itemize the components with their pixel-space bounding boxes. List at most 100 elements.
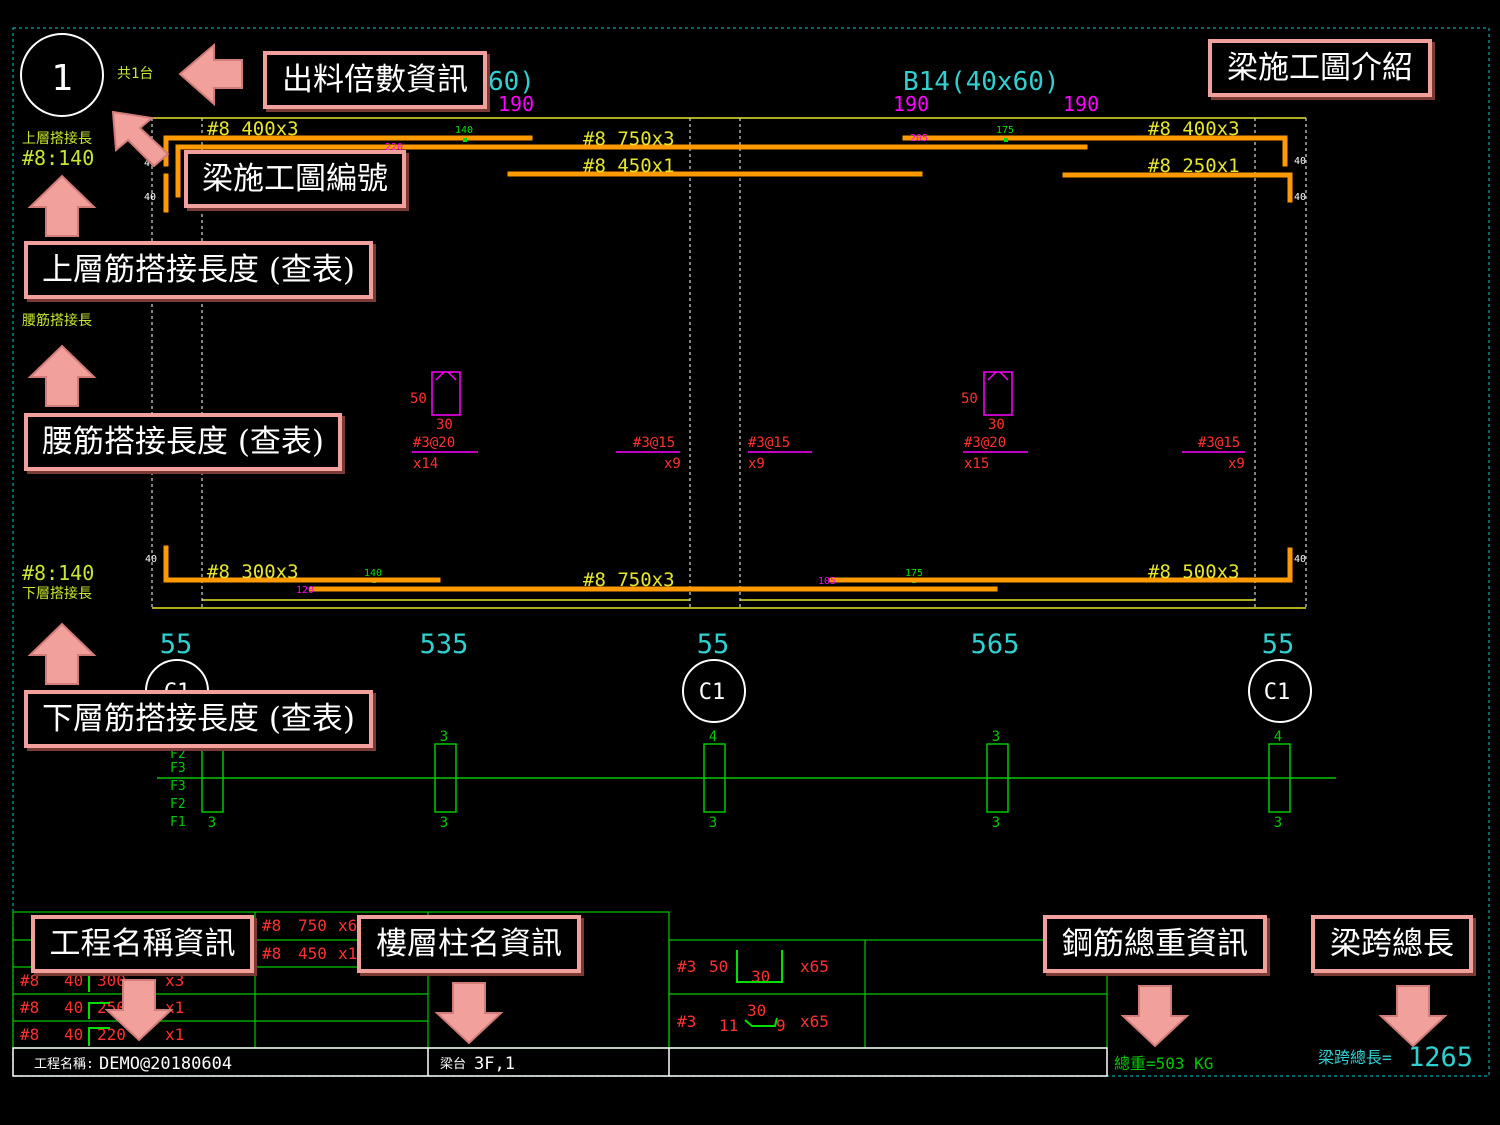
hook-icon [744, 1017, 778, 1027]
callout-floor: 樓層柱名資訊 [357, 915, 581, 973]
floor-label: 梁台 [440, 1057, 466, 1072]
hook-40-e: 40 [145, 554, 157, 565]
arrow-down-icon [1120, 985, 1190, 1048]
stirrup-row-2-qty: x65 [800, 1012, 829, 1031]
beam-right-dim-a: 190 [893, 92, 929, 116]
bend-mark [88, 1002, 110, 1019]
hook-40-c: 40 [1294, 156, 1306, 167]
column-marker-2 [682, 659, 746, 723]
mid-row-1-qty: x6 [338, 916, 357, 935]
stirrup-4-w: 30 [988, 417, 1005, 433]
hook-40-b: 40 [144, 192, 156, 203]
left-row-1-qty: x3 [165, 971, 184, 990]
stirrup-1-count: x14 [413, 456, 438, 472]
bottom-bar-2: #8 750x3 [583, 569, 675, 591]
lap-mark [1004, 138, 1008, 142]
col2-bot: 3 [440, 815, 448, 831]
mid-row-2-bar: #8 [262, 944, 281, 963]
total-span-value: 1265 [1408, 1042, 1473, 1073]
stirrup-5-spec: #3@15 [1198, 435, 1240, 451]
col3-top: 4 [709, 729, 717, 745]
dim-top-right-205: 205 [910, 133, 928, 144]
top-bar-2: #8 750x3 [583, 128, 675, 150]
callout-span-total: 梁跨總長 [1311, 915, 1473, 973]
callout-bottom-splice: 下層筋搭接長度 (查表) [24, 690, 373, 748]
web-splice-label: 腰筋搭接長 [22, 312, 92, 329]
col4-top: 3 [992, 729, 1000, 745]
mid-row-1-len: 750 [298, 916, 327, 935]
stirrup-3-spec: #3@15 [748, 435, 790, 451]
dim-bot-left-120: 120 [296, 585, 314, 596]
left-row-1-a: 40 [64, 971, 83, 990]
hook-40-d: 40 [1294, 192, 1306, 203]
callout-web-splice: 腰筋搭接長度 (查表) [24, 413, 342, 471]
floor-level-2: F3 [170, 761, 186, 776]
stirrup-row-2-b: 9 [776, 1016, 786, 1035]
left-row-1-len: 300 [97, 971, 126, 990]
left-row-2-a: 40 [64, 998, 83, 1017]
beam-left-dim-b: 190 [498, 92, 534, 116]
stirrup-row-1-h: 50 [709, 957, 728, 976]
col5-bot: 3 [1274, 815, 1282, 831]
stirrup-5-count: x9 [1228, 456, 1245, 472]
beam-outline [152, 117, 1306, 609]
bottom-bar-3: #8 500x3 [1148, 561, 1240, 583]
top-bar-3: #8 450x1 [583, 155, 675, 177]
col5-top: 4 [1274, 729, 1282, 745]
dim-bot-left-lap: 140 [364, 568, 382, 579]
span-3: 55 [697, 629, 730, 660]
column-block-3 [703, 743, 726, 813]
mid-row-2-qty: x1 [338, 944, 357, 963]
stirrup-row-1-w: 30 [751, 967, 770, 986]
column-3-name: C1 [1264, 680, 1291, 705]
mid-row-1-bar: #8 [262, 916, 281, 935]
arrow-left-icon [178, 42, 243, 107]
copies-label: 共1台 [117, 66, 153, 82]
beam-right-title: B14(40x60) [903, 67, 1060, 97]
stirrup-3-count: x9 [748, 456, 765, 472]
left-row-3-bar: #8 [20, 1025, 39, 1044]
stirrup-1-w: 30 [436, 417, 453, 433]
column-block-2 [434, 743, 457, 813]
hook-40-f: 40 [1294, 554, 1306, 565]
beam-number-circle [20, 33, 104, 117]
stirrup-row-2-bar: #3 [677, 1012, 696, 1031]
floor-level-1: F2 [170, 747, 186, 762]
col3-bot: 3 [709, 815, 717, 831]
callout-intro: 梁施工圖介紹 [1208, 39, 1432, 97]
span-5: 55 [1262, 629, 1295, 660]
top-bar-5: #8 250x1 [1148, 155, 1240, 177]
column-block-5 [1268, 743, 1291, 813]
mid-row-2-len: 450 [298, 944, 327, 963]
left-row-3-len: 220 [97, 1025, 126, 1044]
top-bar-1: #8 400x3 [207, 118, 299, 140]
left-row-2-bar: #8 [20, 998, 39, 1017]
span-4: 565 [971, 629, 1020, 660]
bottom-bar-1: #8 300x3 [207, 561, 299, 583]
arrow-down-icon [1378, 985, 1448, 1048]
column-lines [151, 118, 1307, 608]
stirrup-4-count: x15 [964, 456, 989, 472]
stirrup-row-2-w: 30 [747, 1001, 766, 1020]
callout-top-splice: 上層筋搭接長度 (查表) [24, 241, 373, 299]
callout-copies: 出料倍數資訊 [263, 51, 487, 109]
arrow-up-icon [27, 622, 97, 685]
top-splice-value: #8:140 [22, 146, 94, 170]
dim-top-right-lap: 175 [996, 125, 1014, 136]
stirrup-shape-2 [983, 371, 1013, 416]
beam-left-title-fragment: 60) [488, 67, 535, 97]
arrow-up-icon [27, 344, 97, 407]
lap-mark [463, 138, 467, 142]
arrow-down-icon [434, 982, 504, 1045]
dim-top-left-220: 220 [385, 142, 403, 153]
stirrup-shape-1 [431, 371, 461, 416]
top-bar-4: #8 400x3 [1148, 118, 1240, 140]
column-marker-3 [1248, 659, 1312, 723]
left-row-3-a: 40 [64, 1025, 83, 1044]
total-span-label: 梁跨總長= [1318, 1048, 1392, 1067]
callout-weight: 鋼筋總重資訊 [1043, 915, 1267, 973]
floor-level-3: F3 [170, 779, 186, 794]
arrow-down-icon [104, 979, 174, 1042]
stirrup-row-1-bar: #3 [677, 957, 696, 976]
project-label: 工程名稱: [34, 1056, 94, 1072]
